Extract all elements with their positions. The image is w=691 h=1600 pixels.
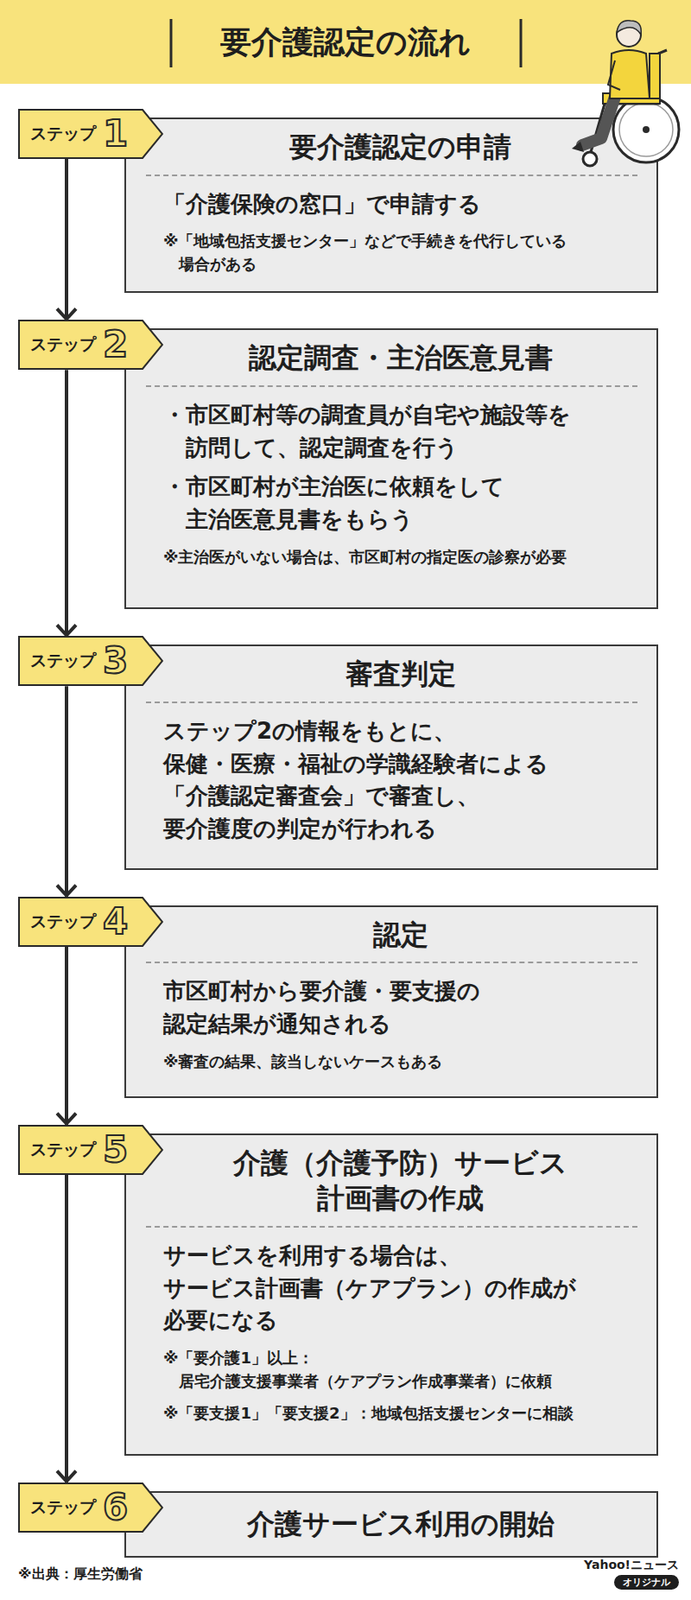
step-number: 2 [102, 326, 128, 363]
step-box: 認定調査・主治医意見書・市区町村等の調査員が自宅や施設等を 訪問して、認定調査を… [124, 328, 659, 609]
box-note: ※「要支援1」「要支援2」：地域包括支援センターに相談 [163, 1401, 638, 1425]
flow-arrow [57, 1174, 77, 1483]
step-box: 介護サービス利用の開始 [124, 1490, 659, 1559]
step-word: ステップ [30, 910, 96, 933]
step-tag: ステップ 2 [18, 319, 164, 370]
step-word: ステップ [30, 122, 96, 146]
step-word: ステップ [30, 649, 96, 672]
step-box: 介護（介護予防）サービス 計画書の作成サービスを利用する場合は、 サービス計画書… [124, 1133, 659, 1456]
box-note: ※「地域包括支援センター」などで手続きを代行している 場合がある [163, 228, 638, 276]
flow-arrow [57, 369, 77, 636]
source-note: ※出典：厚生労働省 [18, 1565, 143, 1584]
box-note: ※「要介護1」以上： 居宅介護支援事業者（ケアプラン作成事業者）に依頼 [163, 1345, 638, 1393]
box-body: 「介護保険の窓口」で申請する [163, 188, 638, 222]
step-number: 1 [102, 115, 128, 153]
dashed-separator [145, 701, 638, 704]
step-tag: ステップ 5 [18, 1124, 164, 1175]
dashed-separator [145, 385, 638, 387]
dashed-separator [145, 174, 638, 177]
step-tag: ステップ1 [18, 108, 164, 159]
box-body: ・市区町村等の調査員が自宅や施設等を 訪問して、認定調査を行う [163, 399, 638, 464]
flow-arrow [57, 158, 77, 320]
box-heading: 認定 [163, 917, 638, 954]
step-number: 5 [102, 1131, 128, 1168]
box-heading: 認定調査・主治医意見書 [163, 340, 638, 377]
box-heading: 介護サービス利用の開始 [163, 1506, 638, 1543]
step-word: ステップ [30, 1496, 96, 1519]
box-heading: 審査判定 [163, 656, 638, 693]
title-bar [170, 19, 173, 68]
flow-arrow [57, 685, 77, 896]
step-number: 3 [102, 642, 128, 679]
box-body: ・市区町村が主治医に依頼をして 主治医意見書をもらう [163, 470, 638, 536]
box-body: 市区町村から要介護・要支援の 認定結果が通知される [163, 975, 638, 1040]
step-box: 審査判定ステップ2の情報をもとに、 保健・医療・福祉の学識経験者による 「介護認… [124, 644, 659, 869]
step-number: 4 [102, 903, 128, 940]
step-box: 要介護認定の申請「介護保険の窓口」で申請する ※「地域包括支援センター」などで手続… [124, 117, 659, 293]
dashed-separator [145, 1225, 638, 1228]
step-tag: ステップ 6 [18, 1482, 164, 1533]
box-body: サービスを利用する場合は、 サービス計画書（ケアプラン）の作成が 必要になる [163, 1239, 638, 1338]
step-word: ステップ [30, 333, 96, 356]
title-band: 要介護認定の流れ [0, 0, 691, 84]
step-tag: ステップ 4 [18, 896, 164, 947]
step-word: ステップ [30, 1138, 96, 1161]
logo-text: オリジナル [614, 1574, 679, 1590]
logo-text: Yahoo!ニュース [583, 1557, 679, 1573]
flow-arrow [57, 946, 77, 1125]
box-heading: 要介護認定の申請 [163, 129, 638, 166]
step-number: 6 [102, 1489, 128, 1526]
box-note: ※主治医がいない場合は、市区町村の指定医の診察が必要 [163, 545, 638, 569]
title-text: 要介護認定の流れ [0, 0, 691, 84]
box-note: ※審査の結果、該当しないケースもある [163, 1049, 638, 1073]
box-body: ステップ2の情報をもとに、 保健・医療・福祉の学識経験者による 「介護認定審査会… [163, 715, 638, 846]
step-tag: ステップ 3 [18, 635, 164, 686]
box-heading: 介護（介護予防）サービス 計画書の作成 [163, 1145, 638, 1218]
title-bar [519, 19, 523, 68]
dashed-separator [145, 961, 638, 964]
step-box: 認定市区町村から要介護・要支援の 認定結果が通知される ※審査の結果、該当しないケ… [124, 905, 659, 1098]
